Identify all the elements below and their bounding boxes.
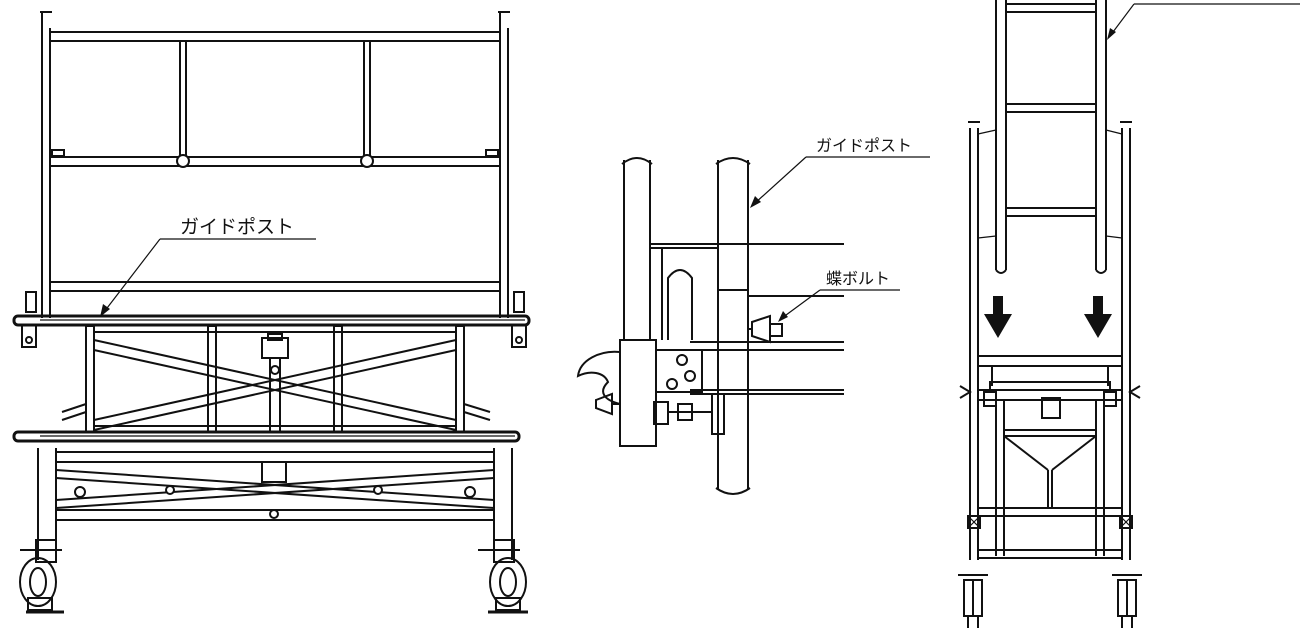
- detail-view: ガイドポスト 蝶ボルト: [576, 136, 930, 495]
- down-arrow-icon: [984, 296, 1012, 338]
- side-frame-posts: [968, 121, 1132, 560]
- base-frame: [37, 448, 513, 560]
- guide-post-pipe: [715, 157, 751, 495]
- platform-frame: [21, 324, 527, 433]
- label-guide-post-front: ガイドポスト: [180, 216, 294, 238]
- wing-bolt: [748, 314, 783, 344]
- handrail-frame: [25, 11, 525, 318]
- guide-post-callout-detail: ガイドポスト: [750, 136, 930, 208]
- wing-bolt-callout: 蝶ボルト: [778, 269, 900, 322]
- lower-guide-post-tube: [12, 430, 521, 443]
- scissor-arms-upper: [61, 333, 491, 432]
- label-guide-post-detail: ガイドポスト: [816, 136, 912, 155]
- upper-guide-post-tube: [12, 314, 531, 327]
- clamp-body: [576, 339, 725, 447]
- ladder-guide-post: [995, 0, 1107, 274]
- side-platform: [959, 355, 1141, 419]
- insert-arrows: [984, 296, 1112, 338]
- slot-bracket: [667, 269, 693, 340]
- left-caster: [19, 539, 64, 614]
- ladder-leader-line: [1107, 3, 1300, 40]
- side-right-caster: [1112, 574, 1142, 628]
- label-wing-bolt: 蝶ボルト: [826, 269, 890, 288]
- front-elevation-view: ガイドポスト: [12, 11, 531, 614]
- guide-post-callout-front: ガイドポスト: [100, 216, 316, 317]
- side-left-caster: [958, 574, 988, 628]
- right-caster: [478, 539, 528, 614]
- down-arrow-icon: [1084, 296, 1112, 338]
- left-pipe: [621, 157, 653, 340]
- side-lower-structure: [967, 400, 1133, 559]
- side-elevation-view: [958, 0, 1300, 628]
- horizontal-beams: [650, 243, 844, 395]
